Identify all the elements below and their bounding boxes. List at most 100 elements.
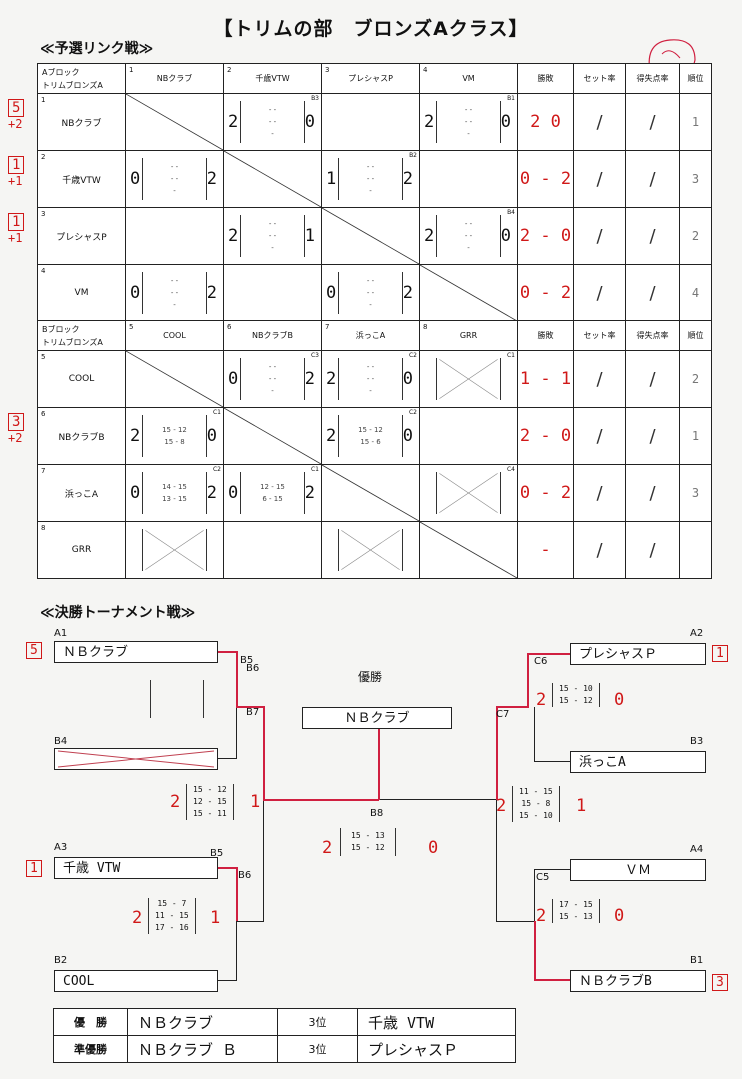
seed-badge-b1: 3 — [712, 974, 728, 991]
self-match-cell — [125, 93, 224, 151]
rank-cell: 2 — [679, 350, 712, 408]
semi-left-score-r: 1 — [250, 792, 261, 812]
empty-match-cell — [223, 521, 322, 579]
semi-left-score-l: 2 — [170, 792, 181, 812]
champion-label: 優勝 — [358, 670, 383, 684]
block-b-header-cell: Bブロック トリムブロンズA — [37, 320, 126, 351]
winner-label: 優 勝 — [53, 1008, 128, 1036]
champion-box: ＮＢクラブ — [302, 707, 452, 729]
stat-header: 順位 — [679, 63, 712, 94]
stat-header: 得失点率 — [625, 63, 680, 94]
empty-match-cell — [321, 93, 420, 151]
team-box-a3: 千歳 VTW — [54, 857, 218, 879]
match-score-cell: 0- -- --2 — [125, 150, 224, 208]
class-label: トリムブロンズA — [42, 337, 103, 347]
rank-cell: 1 — [679, 93, 712, 151]
point-rate-cell: / — [625, 207, 680, 265]
match-score-cell: 2- -- --1 — [223, 207, 322, 265]
m3-right-score-r: 0 — [614, 906, 625, 926]
slot-label-b4: B4 — [54, 736, 68, 747]
record-cell: 2 - 0 — [517, 207, 574, 265]
stat-header: セット率 — [573, 63, 626, 94]
match-score-cell: 0- -- --2 — [125, 264, 224, 322]
record-cell: - — [517, 521, 574, 579]
m3-right-score-l: 2 — [536, 906, 547, 926]
rank-cell: 2 — [679, 207, 712, 265]
block-label: Bブロック — [42, 324, 80, 334]
stat-header: 得失点率 — [625, 320, 680, 351]
slot-label-a4: A4 — [690, 844, 704, 855]
set-rate-cell: / — [573, 464, 626, 522]
seed-margin-note: 3+2 — [8, 413, 25, 445]
team-box-b2: COOL — [54, 970, 218, 992]
self-match-cell — [223, 407, 322, 465]
final-score-r: 0 — [428, 838, 439, 858]
rank-cell: 1 — [679, 407, 712, 465]
cancelled-match-cell — [321, 521, 420, 579]
point-rate-cell: / — [625, 521, 680, 579]
set-rate-cell: / — [573, 521, 626, 579]
empty-match-cell — [419, 407, 518, 465]
match-code-b6-low: B6 — [238, 870, 252, 881]
match-code-c5: C5 — [536, 872, 550, 883]
slot-label-a2: A2 — [690, 628, 704, 639]
runnerup-label: 準優勝 — [53, 1035, 128, 1063]
m1-right-score-r: 0 — [614, 690, 625, 710]
seed-margin-note: 1+1 — [8, 213, 25, 245]
seed-badge-a2: 1 — [712, 645, 728, 662]
point-rate-cell: / — [625, 264, 680, 322]
set-rate-cell: / — [573, 350, 626, 408]
third-value-1: 千歳 VTW — [357, 1008, 516, 1036]
third-label-1: 3位 — [277, 1008, 358, 1036]
point-rate-cell: / — [625, 93, 680, 151]
slot-label-b1: B1 — [690, 955, 704, 966]
stat-header: 勝敗 — [517, 63, 574, 94]
m1-right-score-l: 2 — [536, 690, 547, 710]
record-cell: 0 - 2 — [517, 464, 574, 522]
final-score-l: 2 — [322, 838, 333, 858]
empty-score-bracket — [150, 680, 204, 718]
empty-match-cell — [419, 150, 518, 208]
rank-cell: 3 — [679, 464, 712, 522]
stat-header: 順位 — [679, 320, 712, 351]
self-match-cell — [125, 350, 224, 408]
page-title: 【トリムの部 ブロンズAクラス】 — [213, 18, 529, 40]
slot-label-b2: B2 — [54, 955, 68, 966]
stat-header: 勝敗 — [517, 320, 574, 351]
seed-margin-note: 5+2 — [8, 99, 25, 131]
cross-out-icon — [57, 750, 215, 768]
rank-cell: 3 — [679, 150, 712, 208]
match-code-b8: B8 — [370, 808, 384, 819]
prelim-section-title: ≪予選リンク戦≫ — [40, 41, 154, 57]
block-label: Aブロック — [42, 67, 80, 77]
match-code-c7: C7 — [496, 709, 510, 720]
slot-label-a3: A3 — [54, 842, 68, 853]
team-box-a2: プレシャスＰ — [570, 643, 706, 665]
